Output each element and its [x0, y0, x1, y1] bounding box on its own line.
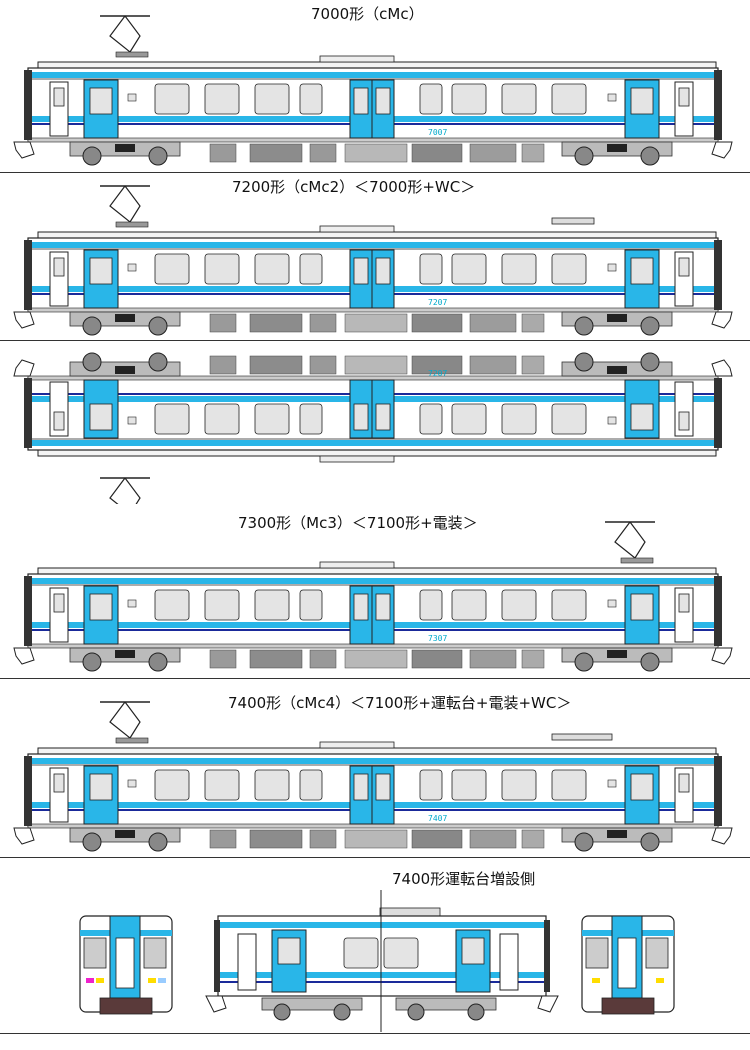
- separator-3: [0, 678, 750, 679]
- car-number-7200-reverse: 7207: [428, 369, 447, 378]
- half-side-view: [205, 890, 559, 1032]
- front-view-left: [79, 915, 173, 1015]
- car-number-7000: 7007: [428, 128, 447, 137]
- car-7400-side: 7407: [13, 701, 733, 852]
- front-views: [79, 890, 675, 1032]
- car-number-7200: 7207: [428, 298, 447, 307]
- separator-5: [0, 1033, 750, 1034]
- label-7300: 7300形（Mc3）＜7100形+電装＞: [238, 514, 478, 532]
- front-view-right: [581, 915, 675, 1015]
- label-7200: 7200形（cMc2）＜7000形+WC＞: [232, 178, 476, 196]
- car-number-7400: 7407: [428, 814, 447, 823]
- car-7300-side: 7307: [13, 521, 733, 672]
- car-7000-side: 7007: [13, 15, 733, 166]
- car-7200-side: 7207: [13, 185, 733, 336]
- car-7200-side-reverse: 7207: [13, 352, 733, 504]
- separator-4: [0, 857, 750, 858]
- car-number-7300: 7307: [428, 634, 447, 643]
- label-7400-cab-side: 7400形運転台増設側: [392, 870, 536, 888]
- separator-2: [0, 340, 750, 341]
- label-7400: 7400形（cMc4）＜7100形+運転台+電装+WC＞: [228, 694, 572, 712]
- separator-1: [0, 172, 750, 173]
- label-7000: 7000形（cMc）: [311, 5, 424, 23]
